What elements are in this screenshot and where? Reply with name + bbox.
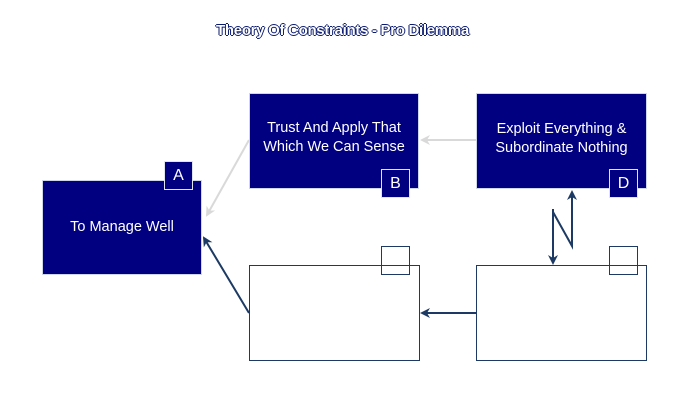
badge-b: B	[381, 169, 410, 198]
arrow-c-to-a	[202, 236, 250, 314]
conflict-arrow	[552, 190, 577, 250]
box-c-empty[interactable]	[249, 265, 420, 361]
box-a-label: To Manage Well	[70, 219, 174, 235]
arrow-b-to-a	[206, 139, 250, 217]
badge-c	[381, 246, 410, 275]
box-b-trust-and-apply[interactable]: Trust And Apply That Which We Can Sense	[249, 93, 419, 189]
box-b-label: Trust And Apply That Which We Can Sense	[263, 120, 405, 155]
badge-a: A	[164, 161, 193, 190]
badge-d: D	[609, 169, 638, 198]
box-a-to-manage-well[interactable]: To Manage Well	[42, 180, 202, 275]
badge-e	[609, 246, 638, 275]
box-d-label: Exploit Everything & Subordinate Nothing	[495, 121, 628, 156]
diagram-title: Theory Of Constraints - Pro Dilemma	[216, 22, 469, 39]
box-e-empty[interactable]	[476, 265, 647, 361]
